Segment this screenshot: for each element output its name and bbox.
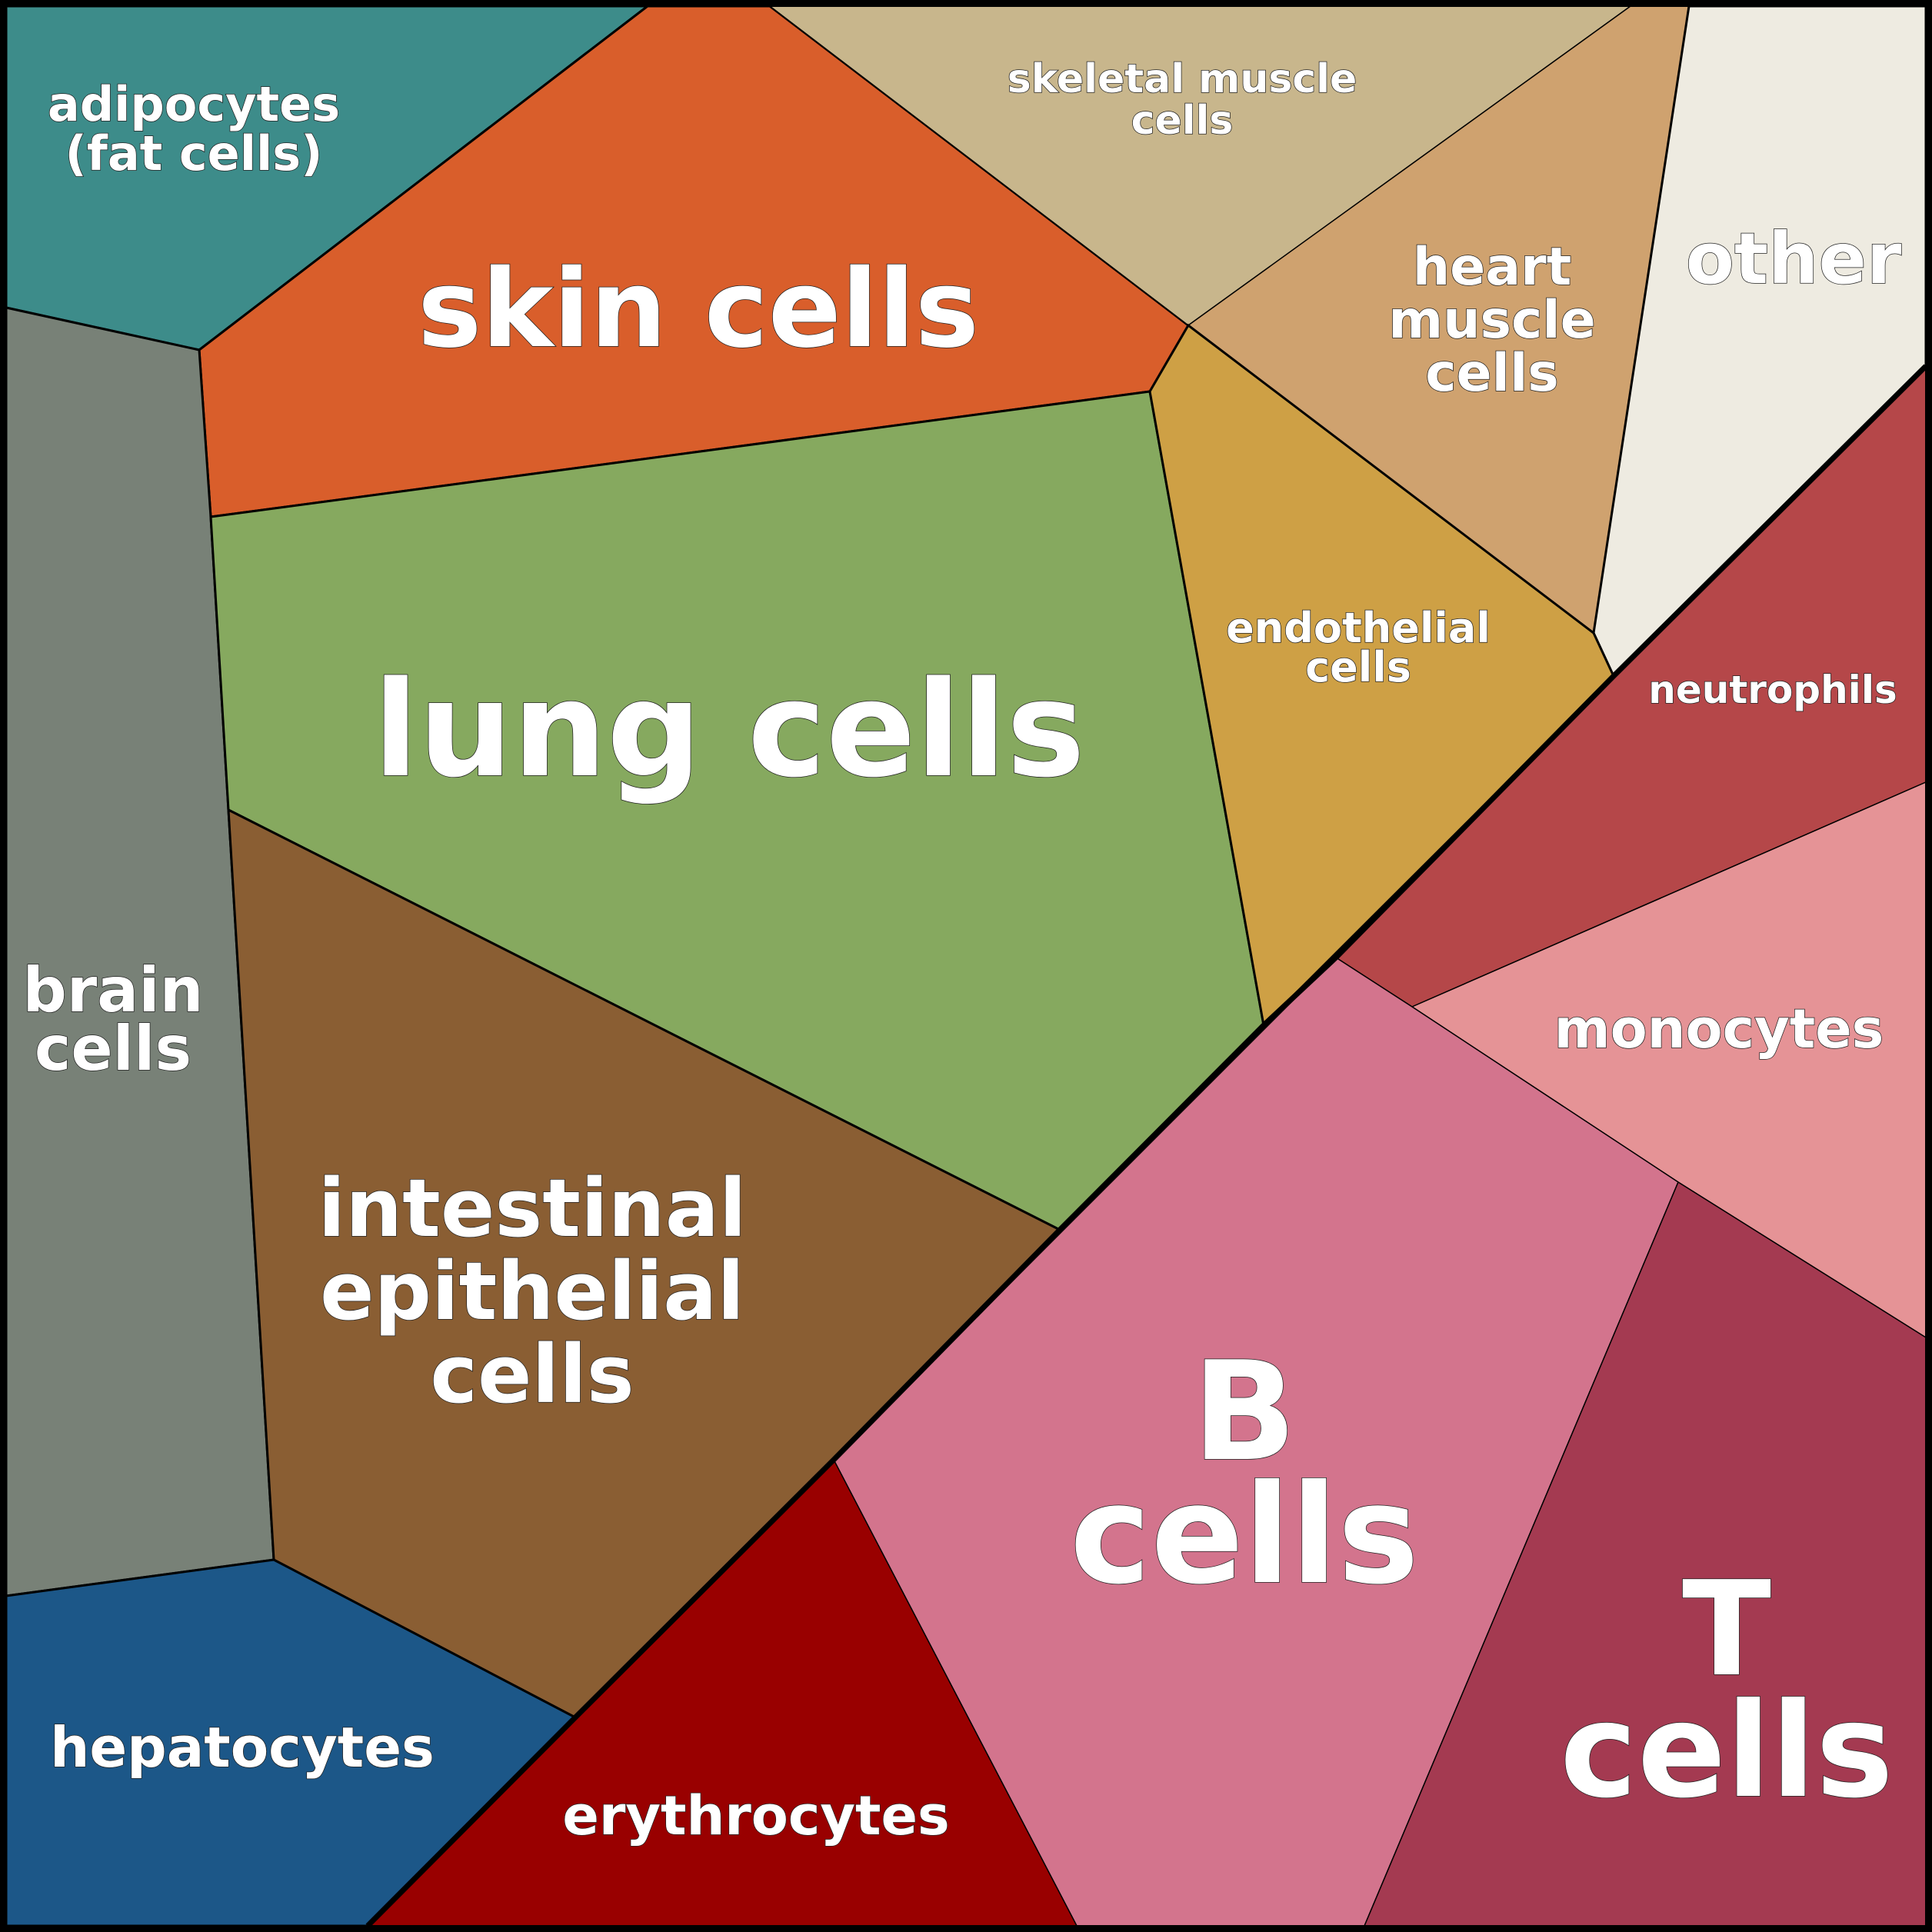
label-line: hepatocytes xyxy=(50,1715,435,1780)
label-line: epithelial xyxy=(320,1244,744,1338)
label-line: skeletal muscle xyxy=(1008,56,1357,102)
label-line: cells xyxy=(430,1327,634,1421)
label-line: cells xyxy=(1305,643,1411,691)
label-line: neutrophils xyxy=(1648,668,1897,712)
label-other: other xyxy=(1686,218,1902,300)
label-line: brain xyxy=(22,954,203,1026)
label-line: cells xyxy=(35,1013,192,1084)
label-line: other xyxy=(1686,218,1902,300)
label-skin-cells: skin cells xyxy=(418,247,979,372)
label-line: endothelial xyxy=(1226,604,1491,652)
label-line: cells xyxy=(1070,1455,1419,1614)
label-line: muscle xyxy=(1388,290,1595,351)
label-line: T xyxy=(1682,1554,1771,1706)
label-monocytes: monocytes xyxy=(1554,998,1884,1061)
label-line: adipocytes xyxy=(48,76,340,132)
label-line: (fat cells) xyxy=(65,125,323,182)
label-line: skin cells xyxy=(418,247,979,372)
label-line: cells xyxy=(1560,1675,1894,1827)
label-line: heart xyxy=(1413,237,1571,298)
label-line: monocytes xyxy=(1554,998,1884,1061)
region-endothelial-cells xyxy=(1148,323,1615,1028)
label-hepatocytes: hepatocytes xyxy=(50,1715,435,1780)
label-line: erythrocytes xyxy=(562,1784,949,1847)
label-erythrocytes: erythrocytes xyxy=(562,1784,949,1847)
label-line: intestinal xyxy=(318,1161,746,1255)
label-line: cells xyxy=(1131,98,1234,144)
label-line: cells xyxy=(1425,343,1559,404)
major-divider-line xyxy=(365,364,1928,1928)
label-line: B xyxy=(1192,1332,1297,1491)
label-adipocytes: adipocytes(fat cells) xyxy=(48,76,340,182)
label-lung-cells: lung cells xyxy=(373,652,1085,807)
label-neutrophils: neutrophils xyxy=(1648,668,1897,712)
label-line: lung cells xyxy=(373,652,1085,807)
